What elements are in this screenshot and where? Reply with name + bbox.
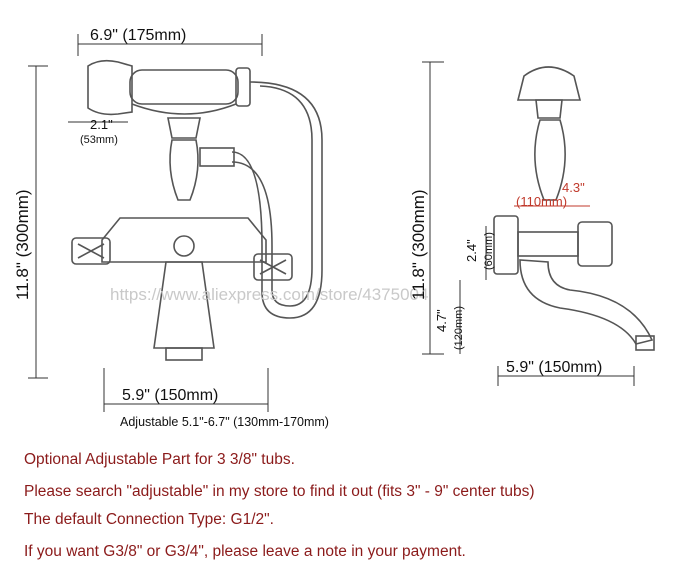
left-height-label: 11.8" (300mm) (13, 189, 32, 300)
note-optional-part: Optional Adjustable Part for 3 3/8" tubs… (24, 451, 295, 468)
handle-width-mm-label: (53mm) (80, 134, 118, 146)
hose (231, 81, 323, 319)
pipe-height-mm-label: (60mm) (483, 232, 495, 270)
side-handset (516, 66, 582, 101)
right-base-width-label: 5.9" (150mm) (506, 359, 602, 376)
faucet-dimension-drawing: https://www.aliexpress.com/store/4375004… (13, 27, 655, 429)
valve-body (101, 217, 267, 263)
left-cross-handle (71, 237, 111, 265)
note-search-adjustable: Please search "adjustable" in my store t… (24, 483, 535, 500)
handset (87, 59, 251, 116)
spout (153, 261, 215, 349)
pipe-height-label: 2.4" (464, 239, 479, 262)
side-spout (519, 259, 654, 345)
wall-flange (493, 215, 519, 275)
spout-height-mm-label: (120mm) (453, 306, 465, 350)
left-base-width-label: 5.9" (150mm) (122, 387, 218, 404)
spout-offset-label: 4.3" (562, 180, 585, 195)
neck (169, 139, 199, 201)
spout-offset-mm-label: (110mm) (516, 194, 567, 209)
width-top-label: 6.9" (175mm) (90, 27, 186, 44)
watermark-text: https://www.aliexpress.com/store/4375004 (110, 285, 428, 304)
note-other-connection: If you want G3/8" or G3/4", please leave… (24, 543, 466, 560)
right-height-label: 11.8" (300mm) (409, 189, 428, 300)
right-cross-handle (253, 253, 293, 281)
note-default-connection: The default Connection Type: G1/2". (24, 511, 274, 528)
handle-width-label: 2.1" (90, 117, 113, 132)
side-neck (534, 119, 566, 201)
spout-height-label: 4.7" (434, 309, 449, 332)
adjustable-label: Adjustable 5.1"-6.7" (130mm-170mm) (120, 415, 329, 429)
cradle (167, 117, 201, 139)
